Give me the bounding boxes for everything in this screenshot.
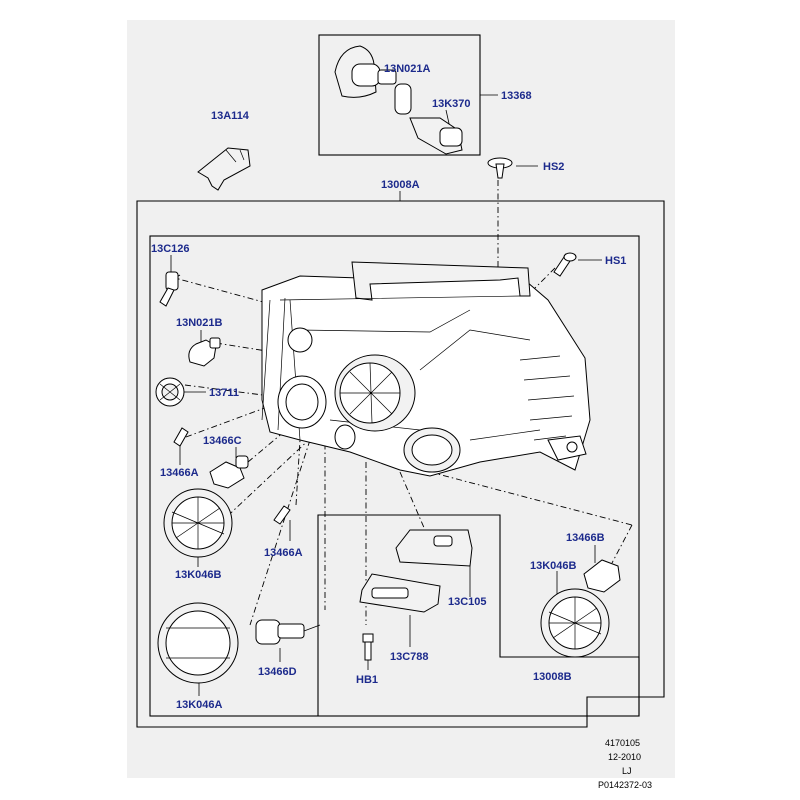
part-13711 bbox=[155, 377, 185, 407]
label-13466A-mid: 13466A bbox=[264, 547, 303, 559]
part-13466A-mid-bulb bbox=[273, 505, 291, 525]
part-13466C bbox=[209, 455, 249, 489]
label-13466D: 13466D bbox=[258, 666, 297, 678]
ref-number: 4170105 bbox=[605, 738, 640, 748]
part-13K046B-left-cap bbox=[163, 488, 233, 558]
label-13K370: 13K370 bbox=[432, 98, 471, 110]
part-13K046A-cap bbox=[157, 602, 239, 684]
part-13A114 bbox=[197, 147, 251, 191]
label-HS1: HS1 bbox=[605, 255, 626, 267]
part-13466D bbox=[255, 619, 321, 645]
label-13466C: 13466C bbox=[203, 435, 242, 447]
illustration-meta: 4170105 12-2010 LJ P0142372-03 bbox=[598, 738, 652, 790]
label-13008A: 13008A bbox=[381, 179, 420, 191]
part-13466A-left-bulb bbox=[173, 427, 189, 447]
part-13K046B-right-cap bbox=[540, 588, 610, 658]
label-13C105: 13C105 bbox=[448, 596, 487, 608]
model-code: LJ bbox=[622, 766, 632, 776]
part-labels: 13N021A 13K370 13368 13A114 HS2 13008A H… bbox=[151, 63, 626, 711]
headlamp-assembly-box bbox=[136, 200, 665, 728]
part-13N021B bbox=[188, 337, 221, 367]
part-13C126 bbox=[159, 271, 179, 307]
issue-date: 12-2010 bbox=[608, 752, 641, 762]
label-13466A-left: 13466A bbox=[160, 467, 199, 479]
part-13C788 bbox=[359, 573, 441, 613]
label-13N021B: 13N021B bbox=[176, 317, 223, 329]
bulb-kit-parts bbox=[334, 45, 463, 155]
illustration-id: P0142372-03 bbox=[598, 780, 652, 790]
headlamp-housing bbox=[261, 261, 591, 477]
part-HS1 bbox=[553, 252, 577, 277]
label-13008B: 13008B bbox=[533, 671, 572, 683]
label-13A114: 13A114 bbox=[211, 110, 250, 122]
label-HS2: HS2 bbox=[543, 161, 564, 173]
part-HS2 bbox=[487, 157, 513, 179]
part-13C105 bbox=[395, 529, 473, 567]
label-13K046B-right: 13K046B bbox=[530, 560, 577, 572]
label-13K046B-left: 13K046B bbox=[175, 569, 222, 581]
label-HB1: HB1 bbox=[356, 674, 378, 686]
label-13C788: 13C788 bbox=[390, 651, 429, 663]
label-13711: 13711 bbox=[209, 387, 239, 399]
part-13466B bbox=[583, 559, 621, 593]
label-13466B: 13466B bbox=[566, 532, 605, 544]
label-13368: 13368 bbox=[501, 90, 532, 102]
label-13C126: 13C126 bbox=[151, 243, 190, 255]
label-13K046A: 13K046A bbox=[176, 699, 223, 711]
part-HB1 bbox=[362, 633, 374, 661]
control-module-box bbox=[317, 514, 640, 717]
label-13N021A-top: 13N021A bbox=[384, 63, 431, 75]
